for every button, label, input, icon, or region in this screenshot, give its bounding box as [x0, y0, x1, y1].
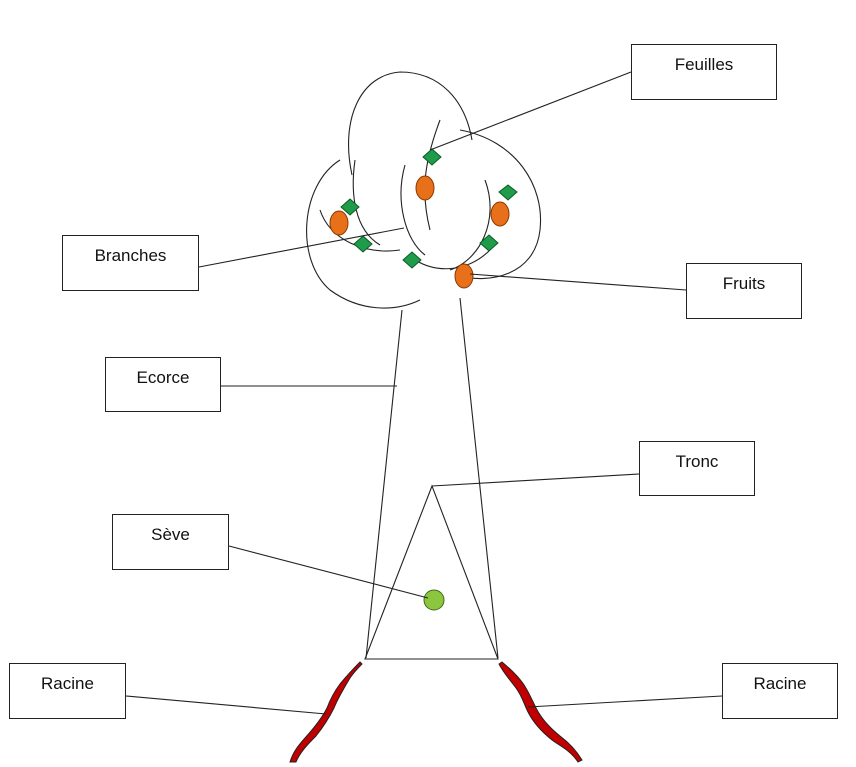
label-racine-right: Racine: [722, 663, 838, 719]
branch-curve-2: [424, 119, 441, 231]
fruits: [329, 175, 510, 289]
label-ecorce: Ecorce: [105, 357, 221, 412]
label-tronc: Tronc: [639, 441, 755, 496]
leader-feuilles: [429, 71, 632, 151]
trunk: [364, 297, 499, 660]
branch-curve-1: [352, 159, 381, 246]
fruit-1: [415, 175, 435, 201]
crown-loop-top: [348, 71, 473, 176]
leaves: [340, 148, 518, 269]
label-feuilles: Feuilles: [631, 44, 777, 100]
leaf-3: [498, 184, 518, 201]
sap-dot: [423, 589, 445, 611]
root-right: [498, 661, 583, 763]
leader-tronc: [431, 473, 640, 487]
label-racine-left: Racine: [9, 663, 126, 719]
branch-curve-3: [400, 164, 426, 256]
roots: [289, 661, 583, 763]
label-branches: Branches: [62, 235, 199, 291]
inner-triangle: [364, 484, 499, 660]
leader-seve: [228, 545, 429, 599]
leader-lines: [125, 71, 723, 715]
leader-racine-left: [125, 695, 327, 715]
leader-fruits: [469, 273, 687, 291]
tree-crown: [306, 71, 542, 309]
trunk-left-edge: [365, 309, 403, 659]
leaf-4: [353, 235, 373, 253]
root-left: [289, 661, 363, 763]
fruit-4: [454, 263, 474, 289]
crown-loop-right: [454, 129, 542, 280]
fruit-2: [329, 210, 349, 236]
leaf-1: [422, 148, 442, 166]
branch-curve-5: [449, 179, 491, 271]
fruit-3: [490, 201, 510, 227]
leaf-5: [479, 234, 499, 252]
branch-curve-6: [414, 249, 491, 270]
crown-loop-left: [306, 159, 421, 309]
leader-branches: [198, 227, 405, 268]
leaf-2: [340, 198, 360, 216]
trunk-right-edge: [459, 297, 499, 659]
label-seve: Sève: [112, 514, 229, 570]
leader-racine-right: [527, 695, 723, 708]
label-fruits: Fruits: [686, 263, 802, 319]
branch-curve-4: [319, 209, 401, 252]
leaf-6: [402, 251, 422, 269]
